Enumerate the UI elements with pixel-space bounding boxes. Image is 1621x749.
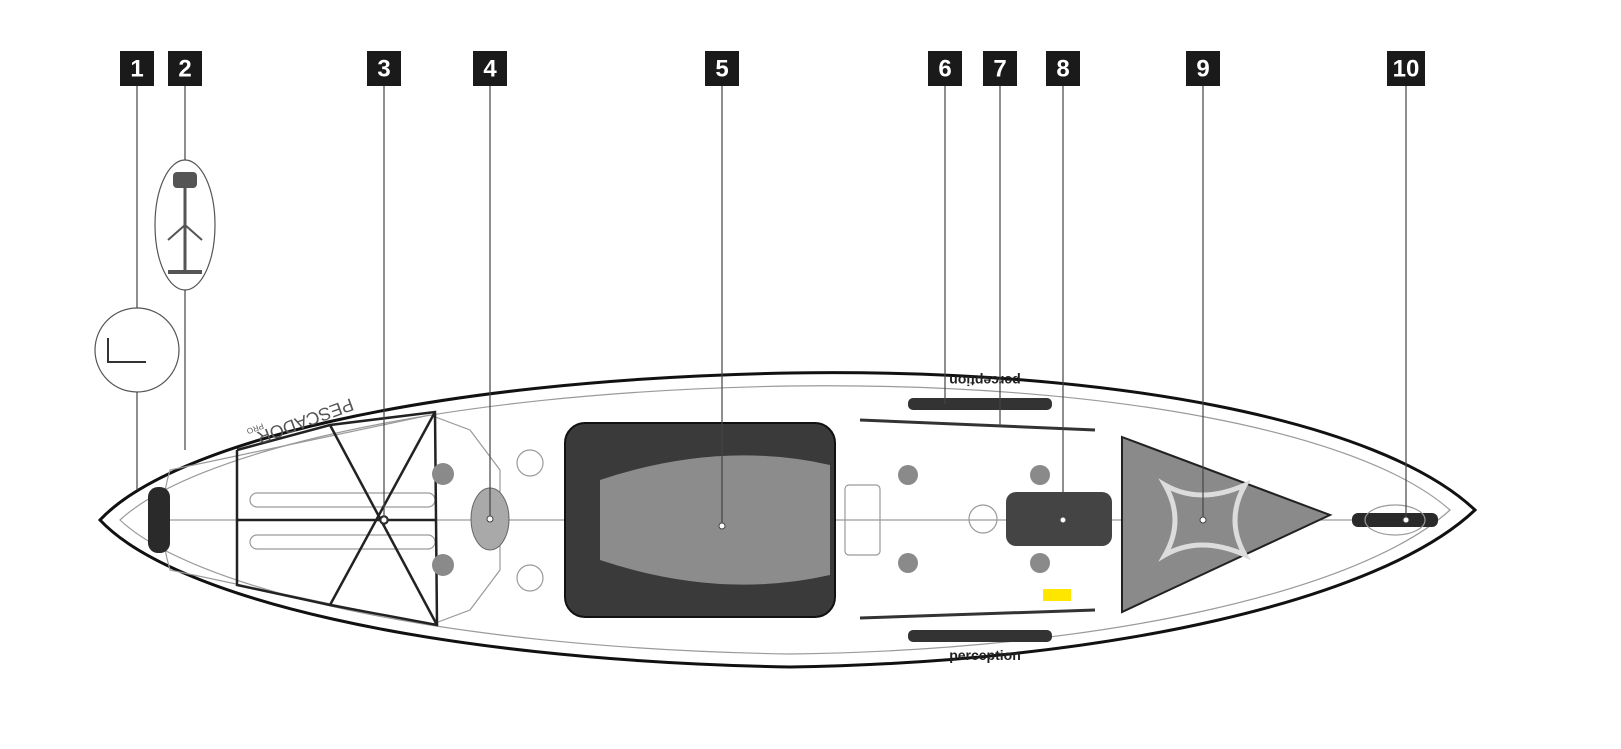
- gear-track-starboard: [908, 630, 1052, 642]
- callout-number: 5: [715, 56, 728, 83]
- highlight-tag: [1043, 589, 1071, 601]
- rod-holder-starboard-stern: [432, 554, 454, 576]
- callout-9: 9: [1186, 51, 1220, 86]
- gear-track-port: [908, 398, 1052, 410]
- center-scupper: [968, 504, 998, 534]
- hull-inner-line: [119, 385, 1451, 655]
- callout-number: 7: [993, 56, 1006, 83]
- callout-number: 3: [377, 56, 390, 83]
- detail-inset-2: [154, 159, 216, 291]
- deck-plug-4: [1030, 553, 1050, 573]
- brand-logo-mark: [1158, 478, 1251, 562]
- rod-holder-port-stern: [432, 463, 454, 485]
- bow-handle: [1352, 513, 1438, 527]
- seat: [564, 422, 881, 618]
- foot-brace-starboard: [859, 608, 1096, 620]
- callout-8: 8: [1046, 51, 1080, 86]
- scupper-starboard: [516, 564, 544, 592]
- callout-number: 1: [130, 56, 143, 83]
- callout-number: 8: [1056, 56, 1069, 83]
- stern-handle: [148, 487, 170, 553]
- deck-plug-2: [898, 553, 918, 573]
- deck-plug-1: [898, 465, 918, 485]
- callout-3: 3: [367, 51, 401, 86]
- brand-text-starboard: perception: [949, 647, 1021, 663]
- callout-6: 6: [928, 51, 962, 86]
- callout-7: 7: [983, 51, 1017, 86]
- callout-number: 6: [938, 56, 951, 83]
- callout-number: 2: [178, 56, 191, 83]
- foot-brace-port: [859, 418, 1096, 432]
- callout-number: 10: [1393, 56, 1420, 83]
- callout-2: 2: [168, 51, 202, 86]
- callout-4: 4: [473, 51, 507, 86]
- callout-number: 4: [483, 56, 497, 83]
- kayak-hull: perception perception PESCADOR PRO: [97, 371, 1478, 669]
- bow-deck-pad: [1121, 435, 1333, 614]
- scupper-port: [516, 449, 544, 477]
- callout-10: 10: [1387, 51, 1425, 86]
- deck-plug-3: [1030, 465, 1050, 485]
- center-console: [1006, 492, 1112, 546]
- bow-handle-recess: [1364, 504, 1426, 536]
- callout-1: 1: [120, 51, 154, 86]
- callout-number: 9: [1196, 56, 1209, 83]
- callout-5: 5: [705, 51, 739, 86]
- leader-lines: [136, 86, 1410, 530]
- detail-inset-1: [94, 307, 180, 393]
- brand-text-port: perception: [949, 373, 1021, 389]
